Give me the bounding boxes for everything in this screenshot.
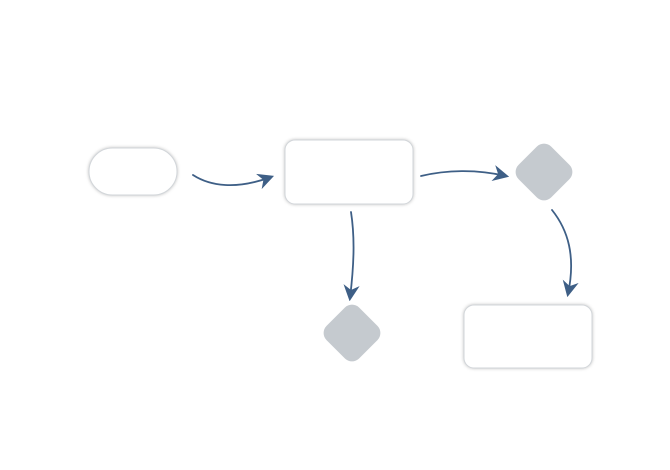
process-node-1[interactable] xyxy=(284,139,414,205)
process-node-2[interactable] xyxy=(463,304,593,369)
terminator-node-start[interactable] xyxy=(88,147,178,196)
decision-node-2[interactable] xyxy=(319,300,384,365)
edge-start-to-process-1[interactable] xyxy=(192,173,275,190)
nodes xyxy=(88,139,593,369)
edge-process-1-to-decision-2[interactable] xyxy=(343,211,360,302)
edge-decision-1-to-process-2[interactable] xyxy=(551,209,579,298)
edge-process-1-to-decision-1[interactable] xyxy=(420,165,510,181)
decision-node-1[interactable] xyxy=(511,139,576,204)
edges xyxy=(192,165,579,302)
